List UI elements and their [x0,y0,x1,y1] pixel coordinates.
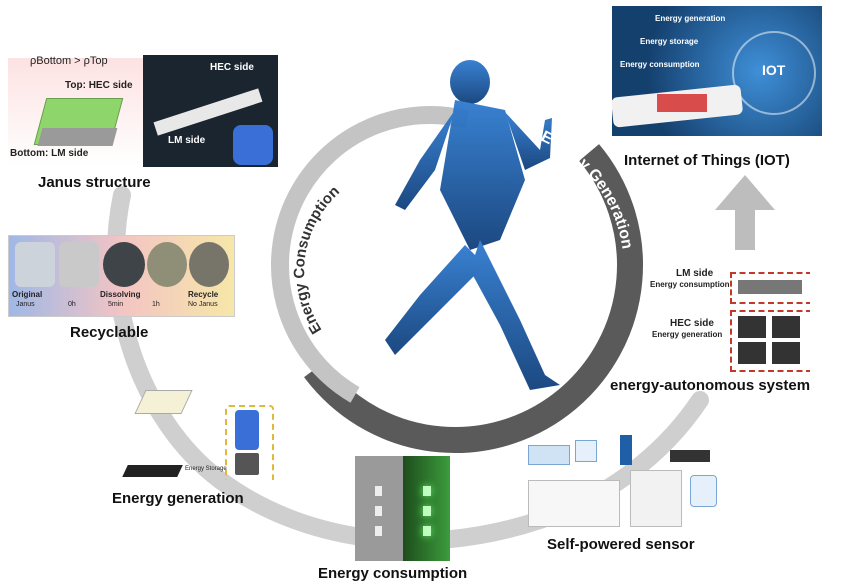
time-5min: 5min [108,301,124,308]
vial-4 [147,242,187,287]
sensor-chart [528,480,620,527]
sensor-device [690,475,717,507]
led-off-half [355,456,403,561]
energy-consumption-title: Energy consumption [318,565,468,582]
iot-gen-label: Energy generation [655,14,726,23]
hec-side-sub: Energy generation [652,330,723,339]
lm-dashed-frame [730,272,810,304]
vial-2 [59,242,99,287]
ring-inner-text: Energy Consumption [291,183,343,337]
vial-3 [103,242,145,287]
hec-side-label: HEC side [670,318,714,329]
photo-hec-label: HEC side [210,62,254,73]
battery-icon [235,410,259,450]
self-powered-sensor-title: Self-powered sensor [547,536,695,553]
sensor-panel [520,425,745,530]
photo-lm-label: LM side [168,135,206,146]
lm-side-label: LM side [676,268,714,279]
iot-title: Internet of Things (IOT) [624,152,790,169]
sensor-phone [620,435,632,465]
energy-gen-panel [95,385,285,480]
iot-ring [732,31,816,115]
janus-structure-title: Janus structure [38,174,151,191]
led-on-half [403,456,450,561]
sensor-module [670,450,710,462]
iot-consumption-label: Energy consumption [620,60,700,69]
runner-figure [385,60,560,390]
energy-generation-title: Energy generation [112,490,244,507]
autonomous-panel [660,262,810,372]
janus-diagram-panel [8,58,143,166]
ring-outer-text: Energy Generation [538,128,635,250]
janus-photo-panel [143,55,278,167]
recyclable-title: Recyclable [70,324,149,341]
svg-text:Energy Generation: Energy Generation [538,128,635,250]
janus-lm-layer [37,128,118,146]
vial-5 [189,242,229,287]
layered-device [134,390,193,414]
sensor-grid [630,470,682,527]
iot-badge: IOT [762,62,786,78]
bottom-lm-label: Bottom: LM side [10,148,89,159]
vial-1 [15,242,55,287]
band-device [657,94,707,112]
stage-recycle-sub: No Janus [188,301,218,308]
sensor-block-2 [575,440,597,462]
top-hec-label: Top: HEC side [65,80,133,91]
film-device [122,465,183,477]
iot-panel [612,6,822,136]
lm-side-sub: Energy consumption [650,280,730,289]
sensor-block-1 [528,445,570,465]
glove [233,125,273,165]
energy-consumption-panel [355,456,450,561]
density-label: ρBottom > ρTop [30,55,108,67]
stage-recycle: Recycle [188,290,219,299]
storage-frame [225,405,274,480]
flow-arrowhead [715,175,775,210]
time-1h: 1h [152,301,160,308]
hec-dashed-frame [730,310,810,372]
recycle-panel [8,235,235,317]
ring-inner [271,106,589,424]
energy-autonomous-title: energy-autonomous system [610,377,811,394]
stage-original: Original [12,290,43,299]
time-0h: 0h [68,301,76,308]
stage-dissolving: Dissolving [100,290,141,299]
iot-storage-label: Energy storage [640,37,699,46]
stage-original-sub: Janus [16,301,35,308]
storage-label: Energy Storage [185,466,227,472]
svg-text:Energy Consumption: Energy Consumption [291,183,343,337]
meter-icon [235,453,259,475]
